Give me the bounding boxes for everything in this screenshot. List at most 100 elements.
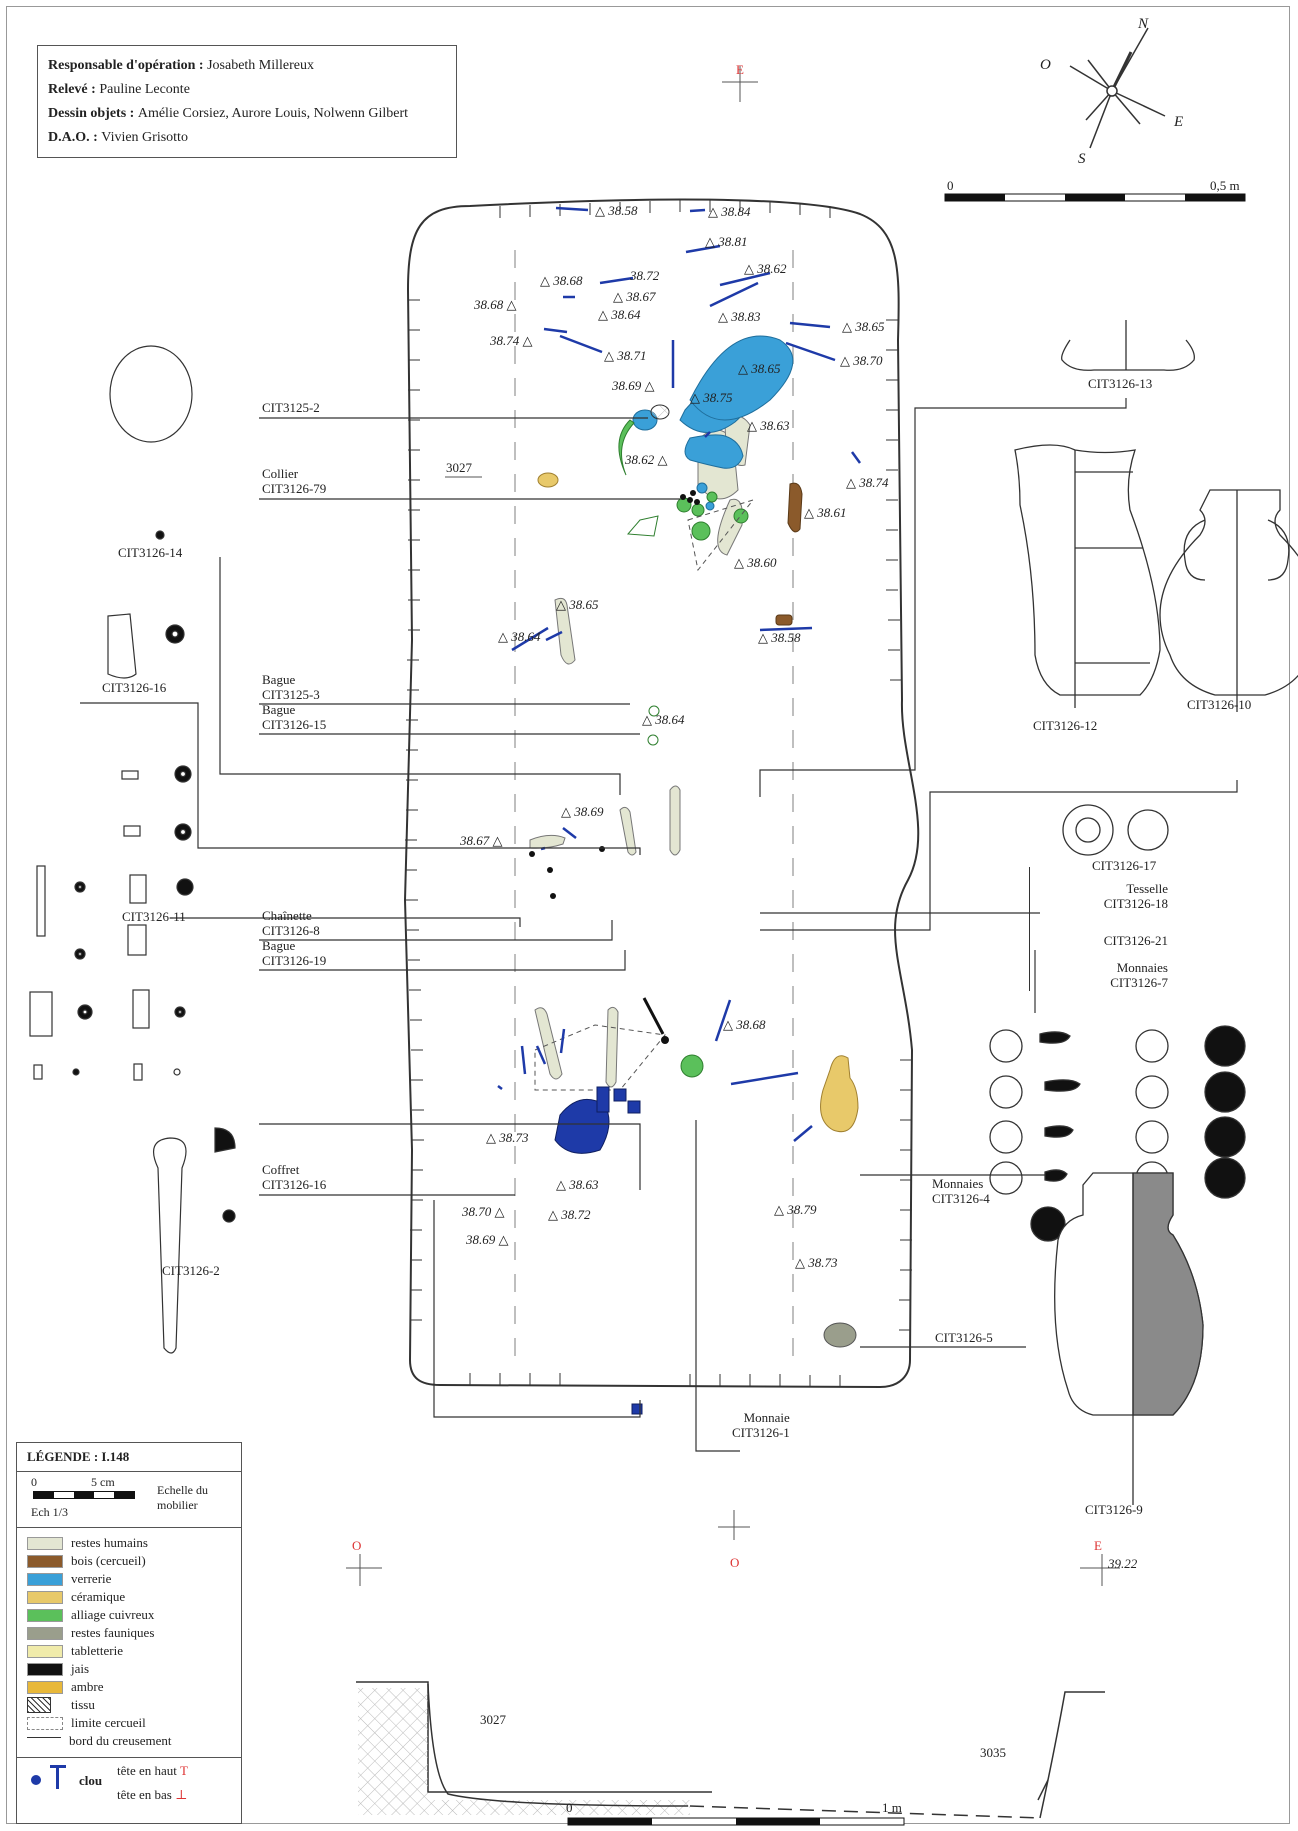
altitude-label: 38.68 △ bbox=[474, 297, 517, 312]
altitude-label: 38.62 △ bbox=[625, 452, 668, 467]
callout-lines bbox=[80, 398, 1238, 1452]
altitude-label: 38.70 △ bbox=[462, 1204, 505, 1219]
altitude-label: △ 38.65 bbox=[556, 597, 599, 612]
legend-box: LÉGENDE : I.148 0 5 cm Ech 1/3 Echelle d… bbox=[16, 1442, 242, 1824]
scale-bottom-end: 1 m bbox=[882, 1800, 902, 1815]
legend-scale-zero: 0 bbox=[31, 1475, 37, 1489]
altitude-label: △ 38.69 bbox=[561, 804, 604, 819]
compass-rose bbox=[1069, 27, 1166, 149]
altitude-label: △ 38.79 bbox=[774, 1202, 817, 1217]
label-cit3126-12: CIT3126-12 bbox=[1033, 718, 1098, 733]
legend-scale-five: 5 cm bbox=[91, 1475, 115, 1489]
legend-nail-label: clou bbox=[79, 1773, 103, 1788]
label-cit3126-13: CIT3126-13 bbox=[1088, 376, 1153, 391]
altitude-label: △ 38.61 bbox=[804, 505, 847, 520]
altitude-label: △ 38.72 bbox=[548, 1207, 591, 1222]
nail-head-icon bbox=[31, 1775, 41, 1785]
altitude-label: △ 38.58 bbox=[758, 630, 801, 645]
altitude-label: △ 38.81 bbox=[705, 234, 748, 249]
altitude-label: △ 38.71 bbox=[604, 348, 647, 363]
legend-item: alliage cuivreux bbox=[27, 1607, 154, 1623]
legend-head-up: tête en haut T bbox=[117, 1763, 188, 1778]
altitude-label: △ 38.68 bbox=[540, 273, 583, 288]
scale-bar-bottom bbox=[567, 1817, 905, 1826]
legend-item: bord du creusement bbox=[27, 1733, 172, 1749]
altitude-label: 38.69 △ bbox=[612, 378, 655, 393]
legend-item: tissu bbox=[27, 1697, 95, 1713]
altitude-label: △ 38.70 bbox=[840, 353, 883, 368]
label-cit3126-17: CIT3126-17 bbox=[1092, 858, 1157, 873]
credit-line: Responsable d'opération : Josabeth Mille… bbox=[48, 58, 315, 73]
altitude-label: △ 38.68 bbox=[723, 1017, 766, 1032]
legend-title: LÉGENDE : I.148 bbox=[27, 1449, 130, 1464]
altitude-label: △ 38.64 bbox=[642, 712, 685, 727]
altitude-label: △ 38.67 bbox=[613, 289, 656, 304]
legend-item: bois (cercueil) bbox=[27, 1553, 146, 1569]
feature-3027-section: 3027 bbox=[480, 1712, 506, 1727]
legend-item: jais bbox=[27, 1661, 89, 1677]
compass-s: S bbox=[1078, 151, 1086, 167]
iron-nails bbox=[497, 206, 862, 1142]
label-cit3126-16: CIT3126-16 bbox=[102, 680, 167, 695]
orient-o-center: O bbox=[730, 1555, 740, 1570]
coffret-fittings bbox=[554, 1086, 643, 1415]
human-remains bbox=[529, 415, 751, 1088]
altitude-label: △ 38.64 bbox=[498, 629, 541, 644]
scale-bar-top bbox=[944, 193, 1246, 202]
compass-e: E bbox=[1174, 114, 1184, 130]
orientation-cross bbox=[722, 66, 758, 102]
label-cit3126-11: CIT3126-11 bbox=[122, 909, 186, 924]
credits-box: Responsable d'opération : Josabeth Mille… bbox=[37, 45, 457, 158]
altitude-label: △ 38.63 bbox=[747, 418, 790, 433]
altitude-label: △ 38.73 bbox=[795, 1255, 838, 1270]
scale-top-end: 0,5 m bbox=[1210, 178, 1240, 193]
label-cit3126-2: CIT3126-2 bbox=[162, 1263, 220, 1278]
altitude-label: △ 38.83 bbox=[718, 309, 761, 324]
faunal-remains bbox=[823, 1322, 857, 1348]
scale-bottom-start: 0 bbox=[566, 1800, 573, 1815]
elevation-label: 39.22 bbox=[1108, 1556, 1138, 1571]
label-cit3126-9: CIT3126-9 bbox=[1085, 1502, 1143, 1517]
scale-top-start: 0 bbox=[947, 178, 954, 193]
label-cit3126-10: CIT3126-10 bbox=[1187, 697, 1252, 712]
legend-item: tabletterie bbox=[27, 1643, 123, 1659]
orient-e-right: E bbox=[1094, 1538, 1102, 1553]
callout-bracket bbox=[1029, 867, 1030, 991]
altitude-label: △ 38.63 bbox=[556, 1177, 599, 1192]
altitude-label: 38.69 △ bbox=[466, 1232, 509, 1247]
glassware bbox=[632, 335, 794, 511]
altitude-label: △ 38.64 bbox=[598, 307, 641, 322]
legend-scale-ech: Ech 1/3 bbox=[31, 1505, 68, 1519]
tissue-fragment bbox=[650, 404, 670, 420]
object-drawings-left bbox=[29, 345, 236, 1354]
legend-head-down: tête en bas ⊥ bbox=[117, 1787, 188, 1802]
orient-e-top: E bbox=[736, 62, 744, 77]
altitude-label: △ 38.60 bbox=[734, 555, 777, 570]
compass-n: N bbox=[1138, 16, 1149, 32]
altitude-label: 38.72 bbox=[630, 268, 660, 283]
altitude-label: △ 38.73 bbox=[486, 1130, 529, 1145]
legend-item: restes humains bbox=[27, 1535, 148, 1551]
altitude-label: △ 38.75 bbox=[690, 390, 733, 405]
object-drawings-right bbox=[989, 320, 1298, 1505]
copper-alloy-objects bbox=[618, 419, 749, 1078]
credit-line: Relevé : Pauline Leconte bbox=[48, 82, 190, 97]
altitude-label: 38.74 △ bbox=[490, 333, 533, 348]
legend-item: limite cercueil bbox=[27, 1715, 146, 1731]
credit-line: Dessin objets : Amélie Corsiez, Aurore L… bbox=[48, 106, 409, 121]
callout-cit3125-2: CIT3125-2 bbox=[262, 400, 320, 415]
altitude-label: △ 38.58 bbox=[595, 203, 638, 218]
altitude-label: △ 38.65 bbox=[842, 319, 885, 334]
altitude-label: △ 38.74 bbox=[846, 475, 889, 490]
feature-3027-plan: 3027 bbox=[446, 460, 472, 475]
